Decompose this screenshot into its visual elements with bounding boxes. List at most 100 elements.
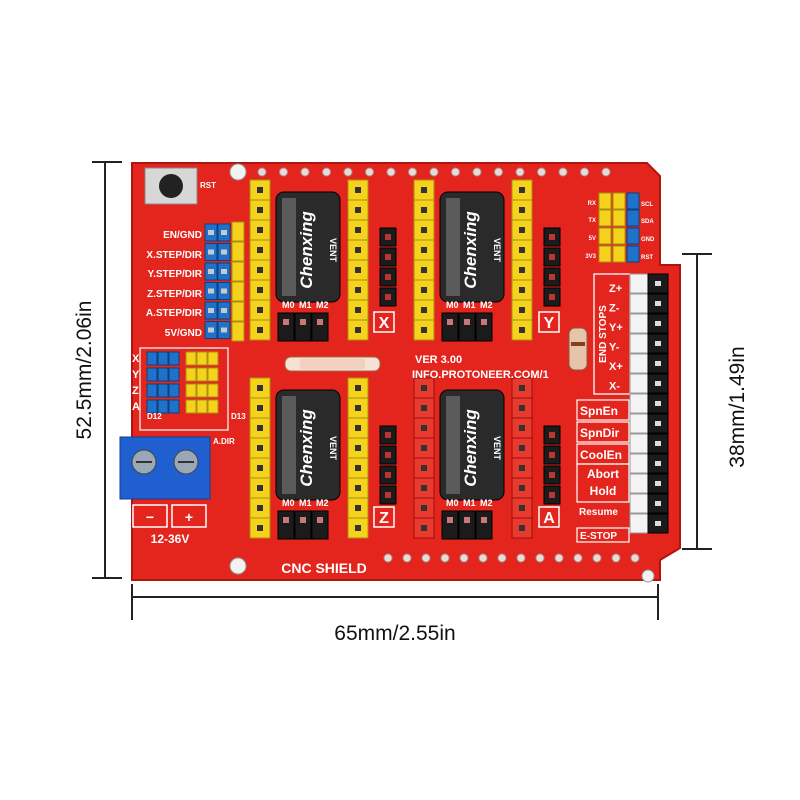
header-pin[interactable] — [629, 453, 649, 474]
pin-tip — [385, 274, 391, 280]
jumper-pin — [464, 319, 470, 325]
header-pin[interactable] — [629, 313, 649, 334]
jumper[interactable] — [146, 351, 158, 366]
header-pin[interactable] — [629, 333, 649, 354]
jumper[interactable] — [168, 351, 180, 366]
mounting-hole — [229, 163, 247, 181]
jumper[interactable] — [185, 399, 197, 414]
jumper[interactable] — [196, 399, 208, 414]
jumper[interactable] — [196, 367, 208, 382]
header-pin[interactable] — [612, 209, 626, 227]
microstep-jumper[interactable] — [277, 312, 295, 342]
header-pin[interactable] — [629, 373, 649, 394]
pad — [440, 553, 450, 563]
jumper[interactable] — [185, 351, 197, 366]
jumper[interactable] — [146, 383, 158, 398]
jumper[interactable] — [157, 367, 169, 382]
socket-hole — [519, 505, 525, 511]
jumper[interactable] — [168, 399, 180, 414]
header-pin[interactable] — [626, 245, 640, 263]
axis-clone-label: A — [132, 401, 140, 413]
jumper[interactable] — [196, 351, 208, 366]
header-pin[interactable] — [629, 393, 649, 414]
resistor — [568, 327, 588, 371]
header-pin[interactable] — [629, 413, 649, 434]
jumper-pin — [317, 517, 323, 523]
jumper[interactable] — [196, 383, 208, 398]
spindle-label: CoolEn — [580, 448, 622, 462]
header-pin[interactable] — [598, 192, 612, 210]
jumper[interactable] — [157, 399, 169, 414]
socket-hole — [421, 445, 427, 451]
pin-tip — [655, 401, 661, 406]
pad — [386, 167, 396, 177]
microstep-label: M2 — [316, 300, 329, 310]
socket-hole — [421, 267, 427, 273]
pad — [472, 167, 482, 177]
header-pin[interactable] — [629, 493, 649, 514]
header-pin[interactable] — [629, 473, 649, 494]
header-pin[interactable] — [598, 227, 612, 245]
socket-hole — [519, 425, 525, 431]
header-pin[interactable] — [626, 192, 640, 210]
jumper[interactable] — [207, 367, 219, 382]
pad — [573, 553, 583, 563]
power-terminal[interactable] — [119, 436, 211, 500]
microstep-jumper[interactable] — [475, 312, 493, 342]
header-pin[interactable] — [629, 513, 649, 534]
microstep-jumper[interactable] — [294, 312, 312, 342]
pin-tip — [549, 432, 555, 438]
header-pin[interactable] — [612, 227, 626, 245]
jumper[interactable] — [157, 351, 169, 366]
pin-tip — [208, 249, 214, 255]
header-pin[interactable] — [612, 192, 626, 210]
header-pin[interactable] — [598, 245, 612, 263]
header-pin[interactable] — [629, 293, 649, 314]
microstep-jumper[interactable] — [311, 312, 329, 342]
end-stops-title: END STOPS — [598, 305, 609, 363]
jumper-pin — [300, 319, 306, 325]
jumper-pin — [300, 517, 306, 523]
pin-tip — [655, 281, 661, 286]
jumper[interactable] — [185, 383, 197, 398]
microstep-jumper[interactable] — [458, 510, 476, 540]
header-pin[interactable] — [626, 209, 640, 227]
microstep-jumper[interactable] — [311, 510, 329, 540]
minus-label: − — [146, 509, 154, 525]
socket-hole — [519, 525, 525, 531]
reset-button[interactable] — [144, 167, 198, 205]
microstep-jumper[interactable] — [277, 510, 295, 540]
pin-tip — [208, 230, 214, 235]
microstep-jumper[interactable] — [475, 510, 493, 540]
pin-tip — [385, 254, 391, 260]
jumper[interactable] — [146, 399, 158, 414]
jumper[interactable] — [207, 399, 219, 414]
version-label: VER 3.00 — [415, 354, 462, 366]
header-pin[interactable] — [612, 245, 626, 263]
header-pin[interactable] — [629, 433, 649, 454]
jumper[interactable] — [185, 367, 197, 382]
header-pin[interactable] — [629, 273, 649, 294]
jumper[interactable] — [168, 383, 180, 398]
jumper[interactable] — [207, 383, 219, 398]
capacitor-vent: VENT — [492, 238, 502, 263]
socket-hole — [257, 425, 263, 431]
axis-label: X — [379, 315, 390, 332]
header-pin[interactable] — [598, 209, 612, 227]
header-pin[interactable] — [626, 227, 640, 245]
jumper[interactable] — [168, 367, 180, 382]
microstep-jumper[interactable] — [458, 312, 476, 342]
microstep-jumper[interactable] — [441, 312, 459, 342]
jumper[interactable] — [157, 383, 169, 398]
microstep-label: M1 — [463, 498, 476, 508]
header-pin[interactable] — [629, 353, 649, 374]
microstep-jumper[interactable] — [441, 510, 459, 540]
i2c-label: RST — [641, 255, 653, 261]
jumper-pin — [464, 517, 470, 523]
pin-labels: EN/GNDX.STEP/DIRY.STEP/DIRZ.STEP/DIRA.ST… — [146, 230, 203, 339]
jumper-pin — [481, 319, 487, 325]
jumper[interactable] — [207, 351, 219, 366]
jumper[interactable] — [146, 367, 158, 382]
microstep-jumper[interactable] — [294, 510, 312, 540]
